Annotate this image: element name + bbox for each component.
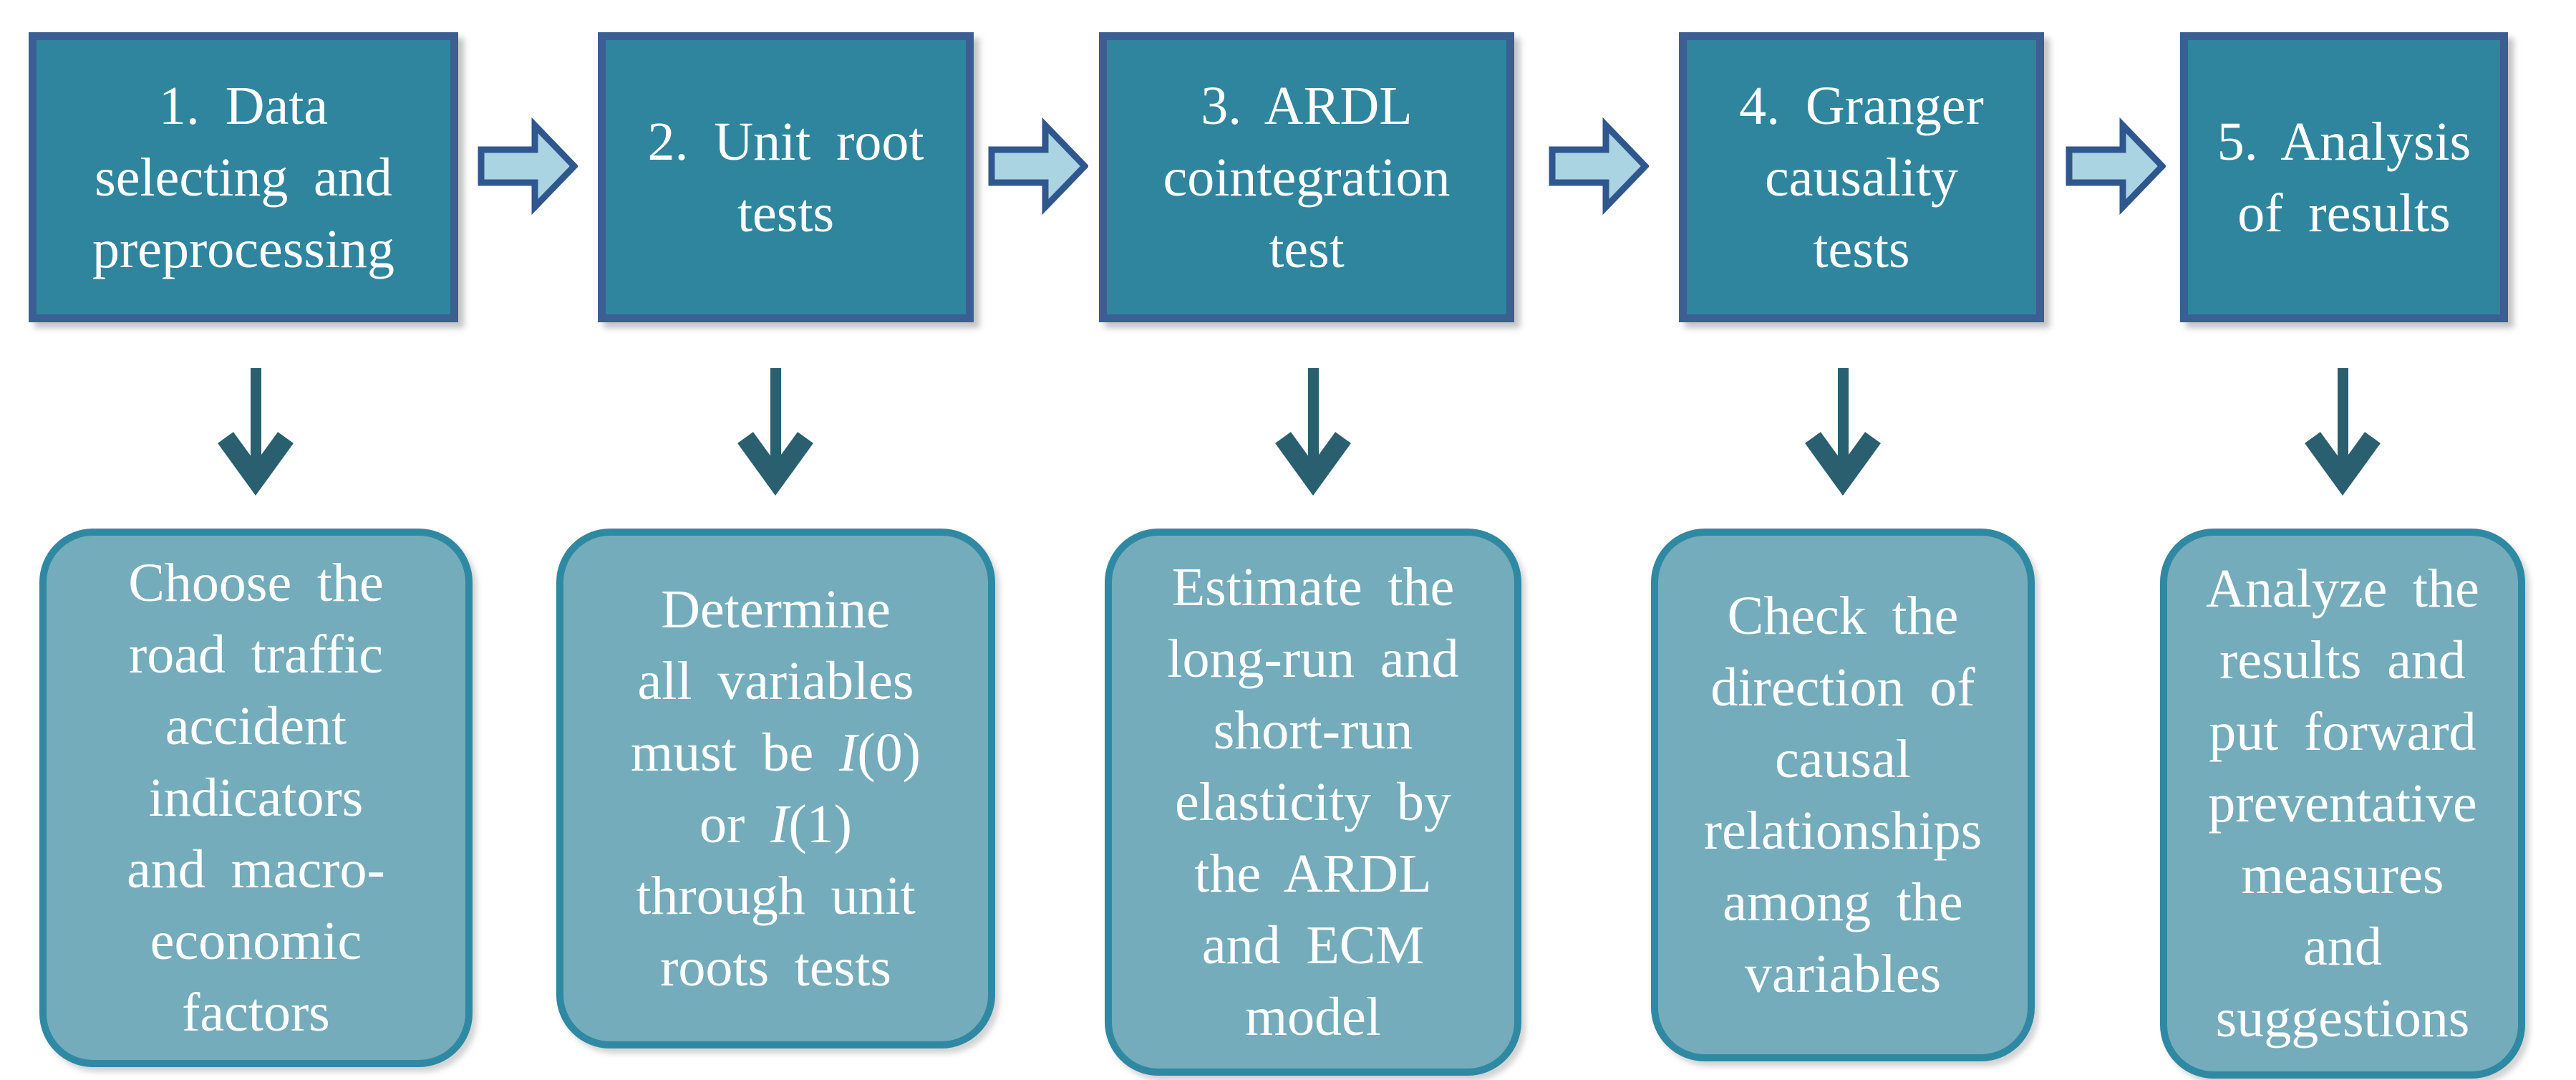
step-title-line: tests — [1813, 218, 1910, 279]
step-detail-line: must be I(0) — [631, 723, 921, 783]
step-5-detail-box: Analyze the results and put forward prevent… — [2160, 529, 2525, 1079]
step-detail-line: Choose the — [128, 553, 384, 613]
step-detail-line: put forward — [2209, 702, 2476, 762]
step-title-line: preprocessing — [92, 218, 395, 279]
step-detail-line: and ECM — [1201, 915, 1425, 975]
step-detail-line: long-run and — [1167, 629, 1459, 689]
step-2-title-box: 2. Unit root tests — [598, 32, 974, 322]
step-title-line: tests — [737, 183, 835, 244]
step-detail-line: model — [1245, 987, 1381, 1047]
down-arrow-icon — [2303, 368, 2382, 500]
step-detail-line: Analyze the — [2206, 559, 2479, 619]
step-detail-line: Determine — [661, 579, 891, 640]
step-detail-line: and — [2303, 917, 2382, 977]
step-detail-line: all variables — [637, 651, 914, 711]
step-title-line: selecting and — [95, 147, 392, 208]
step-detail-line: among the — [1723, 872, 1963, 932]
step-detail-line: variables — [1744, 944, 1942, 1004]
step-title-line: cointegration — [1163, 147, 1451, 208]
step-detail-line: short-run — [1213, 700, 1413, 761]
step-title-line: 2. Unit root — [647, 111, 924, 172]
step-4-title-box: 4. Granger causality tests — [1679, 32, 2044, 322]
step-detail-line: relationships — [1703, 801, 1982, 861]
step-detail-line: accident — [165, 696, 347, 756]
step-detail-line: Estimate the — [1171, 557, 1455, 617]
step-detail-line: roots tests — [660, 937, 891, 998]
step-title-line: 5. Analysis — [2217, 111, 2471, 172]
step-detail-line: measures — [2241, 845, 2444, 905]
step-detail-line: direction of — [1710, 657, 1975, 718]
step-detail-line: factors — [182, 983, 330, 1043]
down-arrow-icon — [1803, 368, 1882, 500]
step-detail-line: and macro- — [127, 839, 385, 900]
step-detail-line: Check the — [1727, 586, 1959, 646]
step-detail-line: or I(1) — [699, 794, 852, 854]
step-title-line: 3. ARDL — [1201, 75, 1413, 136]
down-arrow-icon — [1274, 368, 1352, 500]
down-arrow-icon — [736, 368, 815, 500]
step-title-line: 1. Data — [158, 75, 329, 136]
step-title-line: 4. Granger — [1739, 75, 1984, 136]
right-arrow-icon — [478, 117, 579, 216]
step-detail-line: economic — [150, 911, 362, 971]
step-5-title-box: 5. Analysis of results — [2180, 32, 2508, 322]
step-detail-line: preventative — [2208, 773, 2477, 834]
step-detail-line: through unit — [636, 866, 916, 926]
step-3-title-box: 3. ARDL cointegration test — [1099, 32, 1514, 322]
step-1-title-box: 1. Data selecting and preprocessing — [29, 32, 458, 322]
step-title-line: test — [1269, 218, 1345, 279]
step-title-line: of results — [2237, 183, 2451, 244]
step-detail-line: suggestions — [2215, 988, 2470, 1048]
step-title-line: causality — [1764, 147, 1959, 208]
step-4-detail-box: Check the direction of causal relationships… — [1651, 529, 2035, 1061]
step-3-detail-box: Estimate the long-run and short-run elastic… — [1105, 529, 1521, 1076]
step-detail-line: road traffic — [128, 625, 383, 685]
right-arrow-icon — [1549, 117, 1650, 216]
step-detail-line: elasticity by — [1174, 772, 1452, 832]
step-2-detail-box: Determine all variables must be I(0) or I(1… — [556, 529, 995, 1048]
right-arrow-icon — [988, 117, 1090, 216]
step-detail-line: the ARDL — [1194, 844, 1432, 904]
down-arrow-icon — [216, 368, 295, 500]
step-1-detail-box: Choose the road traffic accident indicators… — [39, 529, 473, 1067]
step-detail-line: indicators — [148, 768, 364, 828]
right-arrow-icon — [2066, 117, 2167, 216]
step-detail-line: causal — [1775, 729, 1911, 789]
step-detail-line: results and — [2219, 630, 2466, 690]
